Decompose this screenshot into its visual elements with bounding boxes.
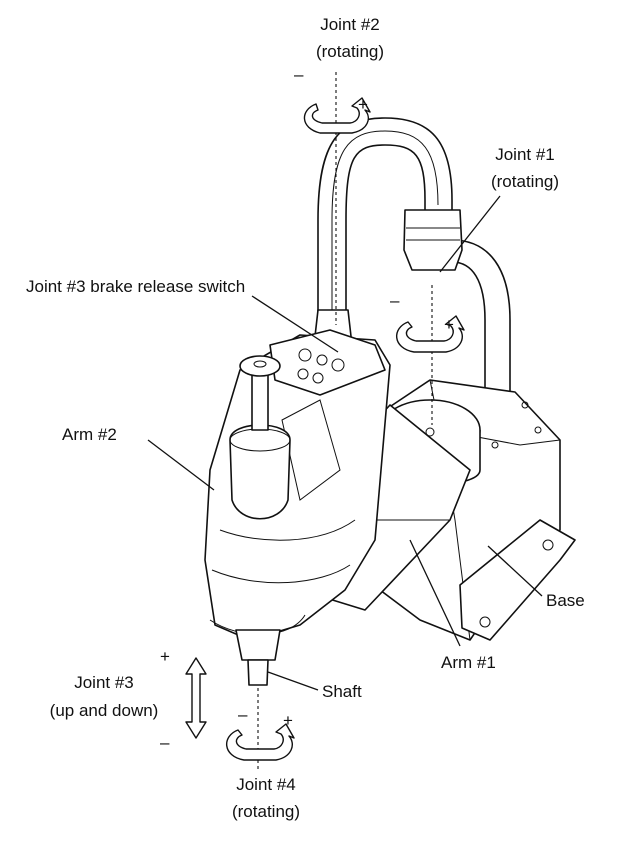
joint3-title: Joint #3: [74, 673, 134, 692]
arm1-leader: [409, 539, 461, 647]
joint1-subtitle: (rotating): [491, 172, 559, 191]
shaft-leader: [267, 671, 319, 691]
joint2-rotation-arrow-icon: [303, 97, 371, 134]
joint1-leader: [439, 195, 501, 273]
joint3-minus-sign: –: [160, 733, 170, 752]
arm2-top-panel: [269, 329, 386, 396]
joint4-minus-sign: –: [238, 705, 248, 724]
shaft-label: Shaft: [322, 682, 362, 701]
joint4-title: Joint #4: [236, 775, 296, 794]
base-leader: [487, 545, 543, 597]
joint1-plus-sign: +: [444, 315, 454, 334]
joint2-plus-sign: +: [358, 95, 368, 114]
joint1-rotation-arrow-icon: [396, 315, 465, 353]
joint3-plus-sign: +: [160, 647, 170, 666]
joint1-minus-sign: –: [390, 291, 400, 310]
joint2-minus-sign: –: [294, 65, 304, 84]
joint2-title: Joint #2: [320, 15, 380, 34]
joint4-subtitle: (rotating): [232, 802, 300, 821]
joint3-updown-arrow-icon: [185, 657, 207, 739]
arm2-label: Arm #2: [62, 425, 117, 444]
brake-switch-leader: [251, 295, 339, 353]
arm2-leader: [147, 439, 215, 491]
joint2-subtitle: (rotating): [316, 42, 384, 61]
brake-switch-label: Joint #3 brake release switch: [26, 277, 245, 296]
cable-duct-right: [451, 239, 511, 401]
joint4-plus-sign: +: [283, 711, 293, 730]
shaft-lower: [235, 629, 281, 686]
arm1-label: Arm #1: [441, 653, 496, 672]
joint1-title: Joint #1: [495, 145, 555, 164]
base-label: Base: [546, 591, 585, 610]
joint3-subtitle: (up and down): [50, 701, 159, 720]
joint4-rotation-arrow-icon: [226, 723, 295, 761]
shaft-upper: [239, 355, 281, 431]
